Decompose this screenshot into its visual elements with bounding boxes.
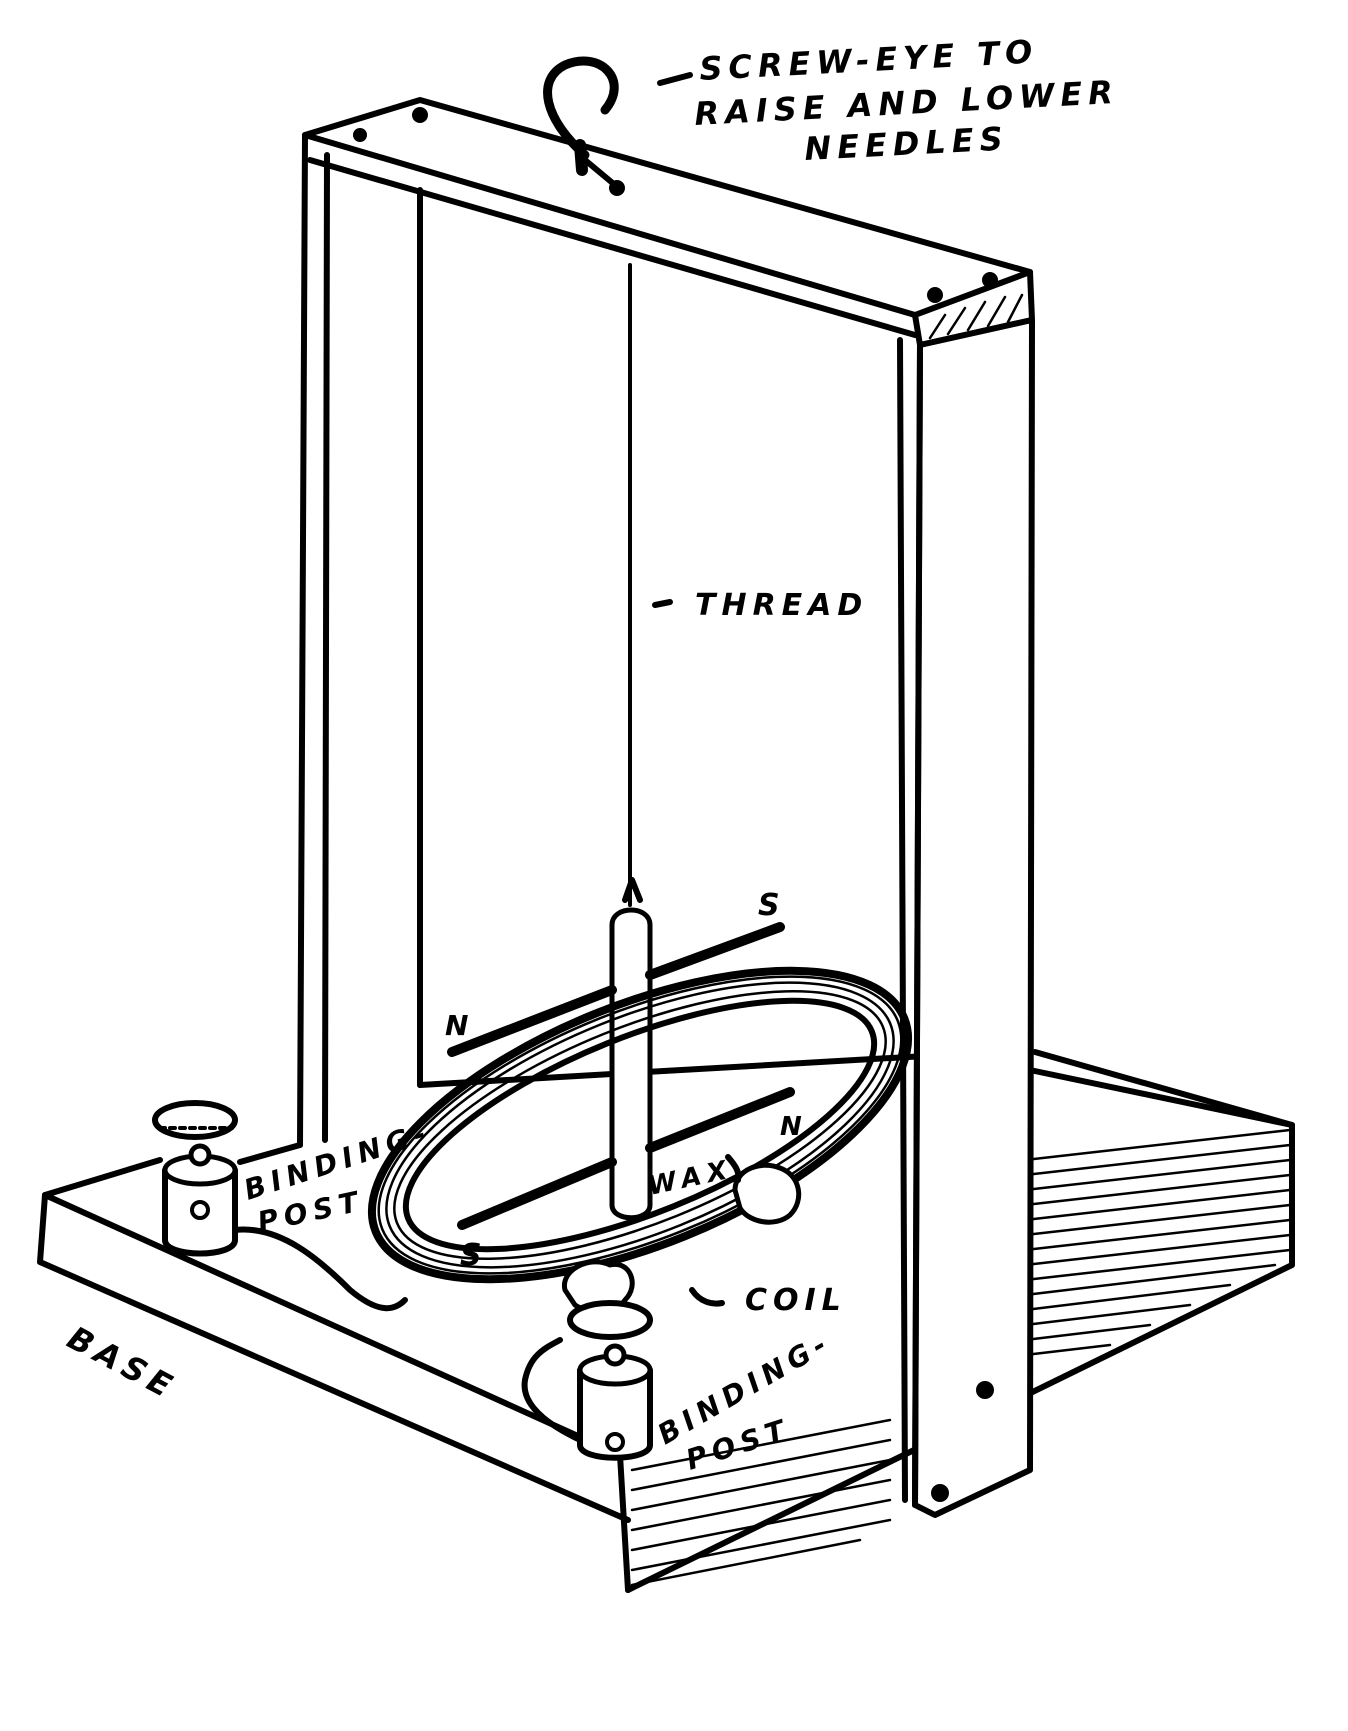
label-screw-eye-3: NEEDLES bbox=[803, 119, 1009, 168]
binding-post-right bbox=[521, 1300, 653, 1461]
wire-coil bbox=[367, 966, 913, 1315]
leader-thread bbox=[652, 599, 673, 608]
leader-coil bbox=[689, 1287, 725, 1307]
upper-magnetic-needle bbox=[447, 922, 785, 1057]
screw bbox=[353, 128, 367, 142]
label-lower-north: N bbox=[780, 1112, 808, 1142]
wooden-frame bbox=[297, 97, 1035, 1518]
screw-eye-icon bbox=[543, 56, 625, 196]
base-block bbox=[37, 920, 1295, 1731]
screw bbox=[412, 107, 428, 123]
screw bbox=[976, 1381, 994, 1399]
screw bbox=[982, 272, 998, 288]
label-lower-south: S bbox=[460, 1238, 488, 1273]
label-upper-north: N bbox=[445, 1009, 474, 1042]
needle-holder bbox=[609, 877, 653, 1221]
end-grain-hatching bbox=[928, 293, 1024, 340]
label-thread: THREAD bbox=[695, 588, 868, 623]
leader-screw-eye bbox=[657, 72, 693, 86]
lower-magnetic-needle bbox=[457, 1087, 795, 1230]
wax-blob bbox=[732, 1162, 802, 1225]
base-side-hatching bbox=[630, 1128, 1292, 1587]
leader-wax bbox=[725, 1154, 742, 1183]
label-upper-south: S bbox=[758, 888, 786, 923]
screw bbox=[927, 287, 943, 303]
binding-post-left bbox=[152, 1100, 408, 1312]
label-coil: COIL bbox=[745, 1283, 847, 1318]
screw bbox=[931, 1484, 949, 1502]
